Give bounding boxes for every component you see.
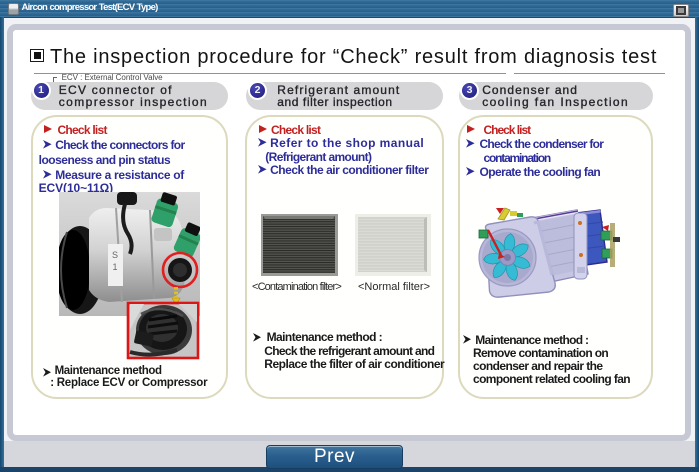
svg-text:1: 1 bbox=[112, 262, 117, 272]
svg-text:S: S bbox=[112, 250, 118, 260]
